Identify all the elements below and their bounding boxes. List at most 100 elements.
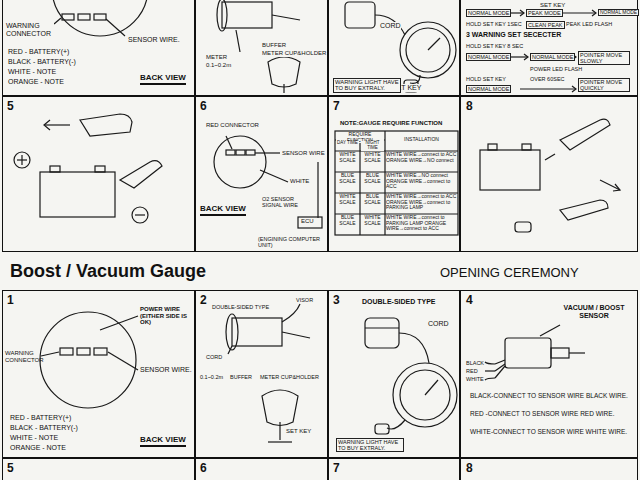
step-number: 6 <box>200 100 207 113</box>
section-subtitle: OPENING CEREMONY <box>440 265 579 280</box>
panel-text: SENSOR WIRE. <box>128 36 188 44</box>
panel-text: DAY TIME <box>336 141 359 146</box>
panel-text: BLUE SCALE <box>336 215 359 226</box>
step-panel: 1POWER WIRE (EITHER SIDE IS OK)WARNING C… <box>2 290 195 458</box>
panel-text: BLACK <box>466 360 484 366</box>
panel-text: NORMAL MODE <box>530 53 575 61</box>
panel-text: SENSOR WIRE <box>282 150 325 157</box>
step-panel: 8 <box>460 96 638 252</box>
panel-text: 3 WARNING SET SECECTER <box>466 31 561 39</box>
step-panel: 5 <box>2 458 195 480</box>
panel-text: BACK VIEW <box>140 74 186 85</box>
panel-text: DOUBLE-SIDED TYPE <box>212 304 269 310</box>
panel-text: BLACK - BATTERY(-) <box>10 424 120 432</box>
panel-text: DOUBLE-SIDED TYPE <box>362 298 436 306</box>
panel-text: WHITE-CONNECT TO SENSOR WIRE WHITE WIRE. <box>470 428 632 435</box>
step-number: 7 <box>333 100 340 113</box>
step-number: 5 <box>7 462 14 475</box>
panel-text: WARNING CONNECTOR <box>5 350 39 363</box>
panel-text: WHITE SCALE <box>336 194 359 205</box>
panel-text: HOLD SET KEY 1SEC <box>466 21 522 27</box>
panel-text: BLUE SCALE <box>361 194 384 205</box>
step-panel: 5 <box>2 96 195 252</box>
step-number: 4 <box>466 294 473 307</box>
panel-text: WHITE <box>290 178 309 185</box>
panel-text: NORMAL MODE <box>466 9 511 17</box>
panel-text: SET KEY <box>540 2 565 9</box>
panel-text: WHITE SCALE <box>361 152 384 163</box>
panel-text: BLUE SCALE <box>336 173 359 184</box>
panel-text: CORD <box>206 354 222 360</box>
panel-text: NORMAL MODE <box>466 53 511 61</box>
step-number: 2 <box>200 294 207 307</box>
panel-text: 0.1~0.2m <box>200 374 223 380</box>
panel-text: WARNING CONNECTOR <box>6 22 54 37</box>
panel-text: VISOR <box>296 297 313 303</box>
panel-text: (ENGINING COMPUTER UNIT) <box>258 236 324 248</box>
panel-text: HOLD SET KEY <box>466 76 506 82</box>
panel-text: NORMAL MODE <box>598 9 639 16</box>
panel-text: POINTER MOVE QUICKLY <box>578 78 630 92</box>
panel-text: WHITE - NOTE <box>8 68 108 76</box>
step-number: 1 <box>7 294 14 307</box>
step-panel: 2DOUBLE-SIDED TYPE VISOR CORD 0.1~0.2m BUFFE… <box>195 290 328 458</box>
panel-text: WHITE SCALE <box>336 152 359 163</box>
panel-text: BLUE SCALE <box>361 173 384 184</box>
panel-text: NOTE:GAUGE REQUIRE FUNCTION <box>340 120 456 127</box>
panel-text: 0.1~0.2m <box>206 62 231 69</box>
panel-text: RED - BATTERY(+) <box>8 48 108 56</box>
panel-text: HOLD SET KEY 8 SEC <box>466 43 523 49</box>
panel-text: BACK VIEW <box>140 436 186 447</box>
panel-text: ORANGE - NOTE <box>8 78 108 86</box>
panel-text: WHITE <box>466 376 484 382</box>
panel-text: ECU <box>301 218 314 225</box>
step-panel: 7 <box>328 458 460 480</box>
panel-text: OVER 60SEC <box>530 76 565 82</box>
step-panel: CORDSET KEYWARNING LIGHT HAVE TO BUY EXT… <box>328 0 460 96</box>
step-panel: WARNING CONNECTOR SENSOR WIRE. RED - BATTE… <box>2 0 195 96</box>
panel-text: SET KEY <box>286 428 311 435</box>
panel-text: WHITE - NOTE <box>10 434 120 442</box>
panel-text: WHITE WIRE→connect to ACC ORANGE WIRE→NO… <box>386 152 457 163</box>
panel-text: BLACK-CONNECT TO SENSOR WIRE BLACK WIRE. <box>470 392 632 399</box>
panel-text: METER <box>206 54 227 61</box>
panel-text: METER CUP&HOLDER <box>260 374 319 380</box>
panel-text: NIGHT TIME <box>361 141 384 151</box>
panel-text: CORD <box>380 22 401 30</box>
step-panel: SET KEYNORMAL MODEPEAK MODENORMAL MODEHO… <box>460 0 638 96</box>
panel-text: WARNING LIGHT HAVE TO BUY EXTRALY. <box>336 438 404 452</box>
step-number: 8 <box>466 462 473 475</box>
panel-text: RED - BATTERY(+) <box>10 414 120 422</box>
panel-text: METER CUP&HOLDER <box>262 50 326 57</box>
panel-text: RED CONNECTOR <box>206 122 259 129</box>
step-panel: 8 <box>460 458 638 480</box>
step-number: 6 <box>200 462 207 475</box>
panel-text: BACK VIEW <box>200 205 246 216</box>
panel-text: VACUUM / BOOST SENSOR <box>556 304 632 319</box>
panel-text: CLEAN PEAK <box>526 21 565 29</box>
panel-text: NORMAL MODE <box>466 85 511 93</box>
panel-text: ORANGE - NOTE <box>10 444 120 452</box>
panel-text: BUFFER <box>230 374 252 380</box>
panel-text: SENSOR WIRE. <box>140 366 192 374</box>
step-panel: 6RED CONNECTOR SENSOR WIRE WHITE BACK VIEW O… <box>195 96 328 252</box>
panel-text: INSTALLATION <box>386 137 457 143</box>
step-panel: 4VACUUM / BOOST SENSOR BLACK RED WHITE BLACK… <box>460 290 638 458</box>
panel-text: RED <box>466 368 478 374</box>
panel-text: WARNING LIGHT HAVE TO BUY EXTRALY. <box>333 78 401 93</box>
panel-text: O2 SENSOR SIGNAL WIRE <box>262 196 302 208</box>
panel-text: POINTER MOVE SLOWLY <box>578 51 630 65</box>
step-number: 7 <box>333 462 340 475</box>
section-title: Boost / Vacuum Gauge <box>10 261 206 282</box>
step-panel: 7NOTE:GAUGE REQUIRE FUNCTIONREQUIRE FUNC… <box>328 96 460 252</box>
panel-text: WHITE SCALE <box>361 215 384 226</box>
step-panel: 6 <box>195 458 328 480</box>
panel-text: POWER LED FLASH <box>530 66 582 72</box>
panel-text: WHITE WIRE→NO connect ORANGE WIRE→connec… <box>386 173 457 190</box>
panel-text: RED -CONNECT TO SENSOR WIRE RED WIRE. <box>470 410 632 417</box>
panel-text: WHITE WIRE→connect to PARKING LAMP ORANG… <box>386 215 457 232</box>
panel-text: WHITE WIRE→connect to ACC ORANGE WIRE→co… <box>386 194 457 211</box>
step-panel: 3DOUBLE-SIDED TYPECORDWARNING LIGHT HAVE… <box>328 290 460 458</box>
panel-text: PEAK LED FLASH <box>566 21 612 27</box>
